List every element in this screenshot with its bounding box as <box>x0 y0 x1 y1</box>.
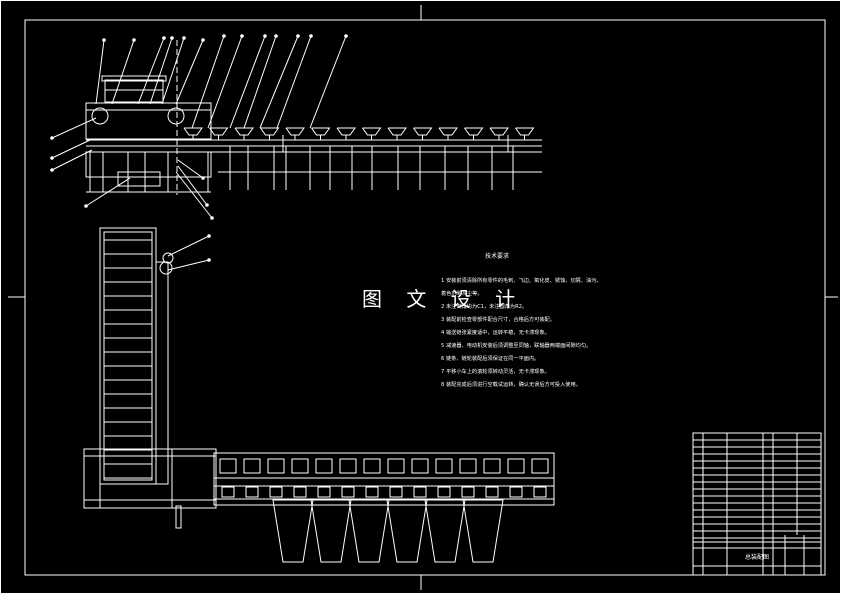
conveyor-cell-lower <box>365 486 379 498</box>
conveyor-cell <box>411 458 429 474</box>
hopper <box>515 127 535 136</box>
conveyor-cell <box>531 458 549 474</box>
leader-line <box>243 35 277 129</box>
leader-line <box>175 171 213 219</box>
conveyor-cell <box>459 458 477 474</box>
notes-line: 3 装配前检查零部件配合尺寸，合格后方可装配。 <box>441 315 555 323</box>
notes-title: 技术要求 <box>485 252 509 260</box>
discharge-chute <box>272 499 314 563</box>
plan-conveyor-cells <box>219 458 549 498</box>
notes-body: 1 安装前须清除所有零件的毛刺、飞边、氧化皮、锈蚀、切屑、油污、着色剂和灰尘等。… <box>441 276 602 388</box>
conveyor-cell-lower <box>413 486 427 498</box>
conveyor-legs <box>229 146 514 190</box>
hopper <box>387 127 407 136</box>
conveyor-cell <box>339 458 357 474</box>
conveyor-cell-lower <box>389 486 403 498</box>
discharge-chute <box>462 499 504 563</box>
leader-line <box>51 149 93 171</box>
hopper <box>489 127 509 136</box>
conveyor-cell <box>363 458 381 474</box>
part-leaders-top <box>95 34 348 129</box>
hopper <box>311 127 331 136</box>
leader-line <box>229 35 266 129</box>
notes-line: 5 减速器、电动机安装后须调整至同轴，联轴器两端面间隙均匀。 <box>441 341 591 349</box>
conveyor-cell-lower <box>341 486 355 498</box>
discharge-chute <box>310 499 352 563</box>
conveyor-cell <box>267 458 285 474</box>
discharge-chute <box>424 499 466 563</box>
leader-line <box>51 117 97 139</box>
conveyor-cell-lower <box>509 486 523 498</box>
conveyor-cell-lower <box>461 486 475 498</box>
leader-line <box>175 39 204 105</box>
leader-line <box>167 235 210 257</box>
leader-line <box>259 35 299 129</box>
conveyor-cell <box>243 458 261 474</box>
conveyor-cell <box>291 458 309 474</box>
discharge-chute <box>348 499 390 563</box>
conveyor-cell-lower <box>485 486 499 498</box>
leader-line <box>51 139 91 159</box>
parts-list-table <box>692 432 822 576</box>
drawing-title: 总装配图 <box>745 553 769 561</box>
conveyor-cell-lower <box>221 486 235 498</box>
conveyor-hoppers <box>183 127 535 140</box>
leader-line <box>137 37 165 105</box>
elevation-view <box>85 40 542 195</box>
conveyor-cell-lower <box>293 486 307 498</box>
hopper <box>413 127 433 136</box>
plan-view <box>83 227 555 529</box>
conveyor-cell <box>435 458 453 474</box>
leader-line <box>111 39 135 105</box>
conveyor-cell <box>507 458 525 474</box>
notes-line: 4 输送链张紧度适中，运转平稳，无卡滞现象。 <box>441 328 550 336</box>
discharge-chutes <box>272 499 504 563</box>
leader-line <box>161 37 185 105</box>
leader-line <box>177 159 204 179</box>
hopper <box>464 127 484 136</box>
notes-line: 着色剂和灰尘等。 <box>441 289 483 297</box>
conveyor-cell <box>315 458 333 474</box>
parts-list-rows <box>693 439 821 539</box>
hopper <box>209 127 229 136</box>
leader-line <box>85 177 131 207</box>
conveyor-cell-lower <box>533 486 547 498</box>
hopper <box>260 127 280 136</box>
notes-line: 2 未注倒角均为C1，未注圆角为R2。 <box>441 302 527 310</box>
hopper <box>336 127 356 136</box>
conveyor-cell-lower <box>317 486 331 498</box>
hopper <box>362 127 382 136</box>
notes-line: 1 安装前须清除所有零件的毛刺、飞边、氧化皮、锈蚀、切屑、油污、 <box>441 276 602 284</box>
discharge-chute <box>386 499 428 563</box>
leader-line <box>177 165 208 206</box>
elevator-slats <box>104 239 152 479</box>
watermark: 图 文 设 计 <box>362 287 525 311</box>
notes-line: 6 链条、链轮装配后须保证在同一平面内。 <box>441 354 539 362</box>
hopper <box>285 127 305 136</box>
leader-line <box>207 35 243 129</box>
leader-line <box>191 35 225 129</box>
conveyor-cell <box>387 458 405 474</box>
notes-line: 8 装配完成后须进行空载试运转，确认无误后方可投入使用。 <box>441 380 581 388</box>
hopper <box>438 127 458 136</box>
conveyor-cell-lower <box>269 486 283 498</box>
conveyor-cell-lower <box>245 486 259 498</box>
hopper <box>183 127 203 136</box>
part-leaders-left <box>50 117 214 271</box>
conveyor-cell-lower <box>437 486 451 498</box>
hopper <box>234 127 254 136</box>
leader-line <box>167 259 210 271</box>
conveyor-cell <box>219 458 237 474</box>
leader-line <box>95 39 105 105</box>
leader-line <box>276 35 312 129</box>
notes-line: 7 平移小车上的滚轮须转动灵活，无卡滞现象。 <box>441 367 550 375</box>
leader-line <box>309 35 347 129</box>
leader-line <box>149 37 173 105</box>
conveyor-cell <box>483 458 501 474</box>
